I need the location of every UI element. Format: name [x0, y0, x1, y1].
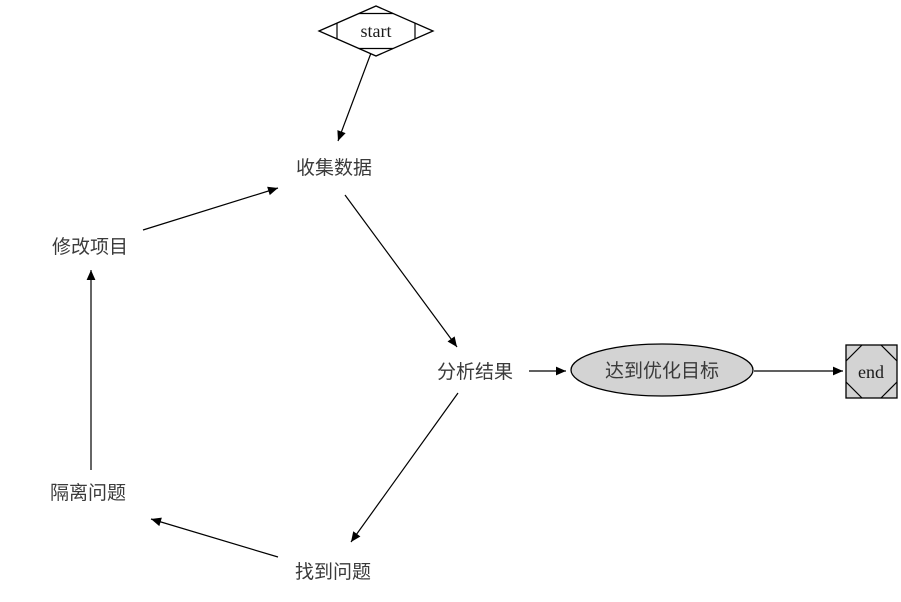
start-diamond-shape: [317, 5, 435, 57]
node-modify: 修改项目: [52, 236, 128, 258]
node-find: 找到问题: [295, 561, 371, 583]
edges-layer: [86, 52, 843, 558]
edge-start-to-collect: [337, 52, 372, 142]
node-analyze: 分析结果: [437, 361, 513, 383]
end-square-shape: [845, 344, 898, 399]
edge-modify-to-collect: [142, 186, 279, 231]
goal-label: 达到优化目标: [605, 360, 719, 382]
start-label: start: [361, 21, 392, 41]
node-collect: 收集数据: [296, 157, 372, 179]
goal-ellipse-shape: [570, 343, 754, 397]
end-label: end: [858, 362, 884, 382]
edge-analyze-to-find: [350, 392, 459, 543]
collect-label: 收集数据: [296, 157, 372, 179]
edge-find-to-isolate: [150, 517, 279, 558]
end-square-bottomright-cut: [880, 381, 898, 399]
node-end: end: [845, 344, 898, 399]
node-start: start: [317, 5, 435, 57]
edge-collect-to-analyze: [344, 194, 458, 348]
end-square-topleft-cut: [845, 344, 863, 362]
node-isolate: 隔离问题: [50, 482, 126, 504]
modify-label: 修改项目: [52, 236, 128, 258]
analyze-label: 分析结果: [437, 361, 513, 383]
isolate-label: 隔离问题: [50, 482, 126, 504]
node-goal: 达到优化目标: [570, 343, 754, 397]
end-square-topright-cut: [880, 344, 898, 362]
end-square-bottomleft-cut: [845, 381, 863, 399]
find-label: 找到问题: [295, 561, 371, 583]
